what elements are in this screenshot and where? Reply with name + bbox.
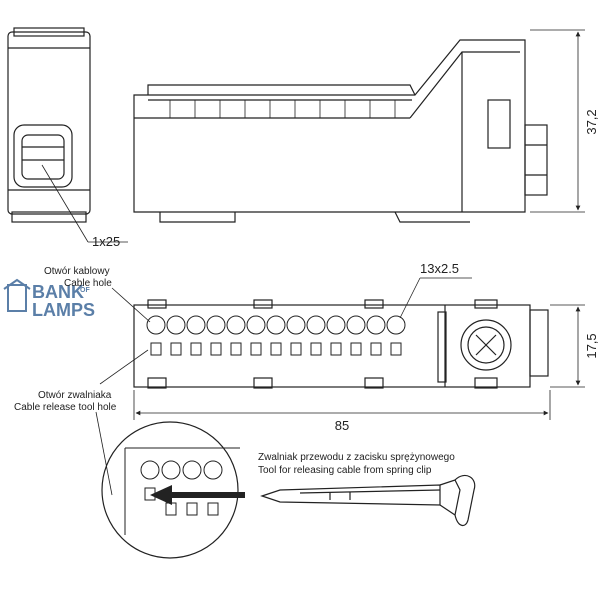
release-hole-leader — [99, 349, 149, 385]
dimension-height-top-label: 17,5 — [584, 333, 599, 358]
release-tool — [260, 475, 476, 526]
cable-hole-leader — [111, 287, 151, 323]
svg-text:OF: OF — [80, 287, 90, 294]
tool-label-en: Tool for releasing cable from spring cli… — [258, 465, 432, 476]
dimension-height-side — [530, 29, 585, 213]
dimension-length — [133, 390, 551, 420]
release-hole-label-pl: Otwór zwalniaka — [38, 390, 112, 401]
release-tool-holes-row — [150, 342, 402, 356]
side-view-teeth — [169, 100, 396, 118]
cable-hole-label-en: Cable hole — [64, 278, 112, 289]
cable-hole-label-pl: Otwór kablowy — [44, 266, 110, 277]
count-side-label: 1x25 — [92, 234, 120, 249]
release-hole-label-en: Cable release tool hole — [14, 402, 117, 413]
svg-text:LAMPS: LAMPS — [32, 300, 95, 320]
detail-view — [101, 421, 245, 559]
bank-of-lamps-logo: BANK OF LAMPS — [3, 278, 95, 320]
svg-text:BANK: BANK — [32, 282, 84, 302]
dimension-length-label: 85 — [335, 418, 349, 433]
tool-label-pl: Zwalniak przewodu z zacisku sprężynowego — [258, 452, 455, 463]
side-view — [133, 39, 548, 223]
cable-holes-row — [146, 315, 406, 335]
count-top-leader — [399, 277, 421, 319]
dimension-height-top — [550, 304, 585, 388]
release-arrow — [150, 485, 245, 505]
dimension-height-side-label: 37,2 — [584, 109, 599, 134]
end-view — [7, 27, 91, 223]
leader-1x25 — [41, 164, 89, 243]
count-top-label: 13x2.5 — [420, 261, 459, 276]
top-view — [133, 299, 549, 389]
